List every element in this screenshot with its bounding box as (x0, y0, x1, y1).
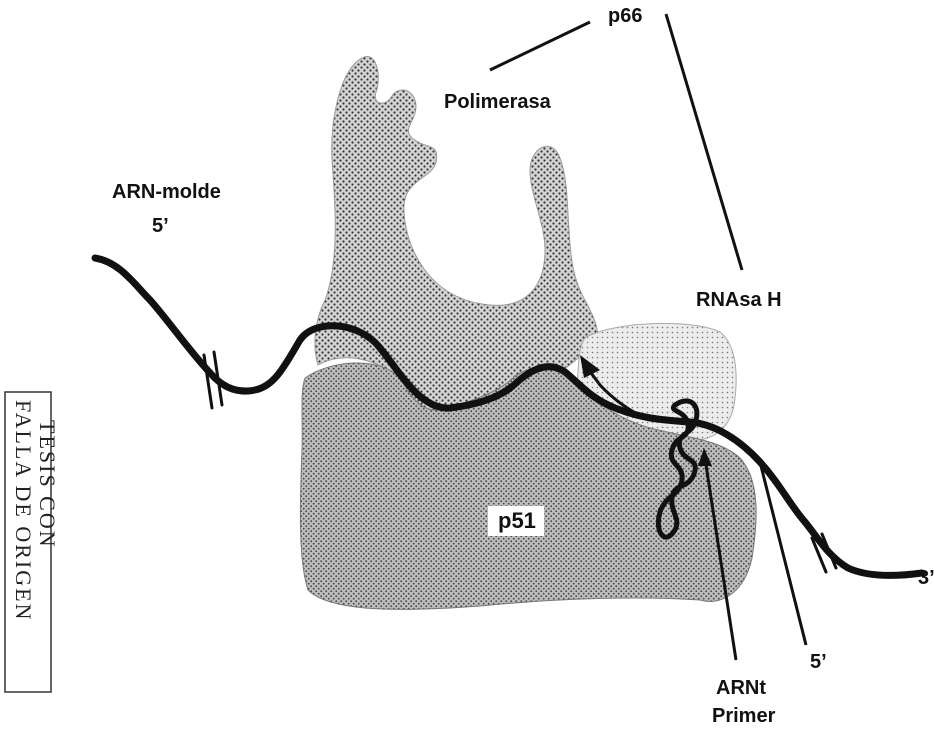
p51-label: p51 (498, 508, 536, 533)
stamp-line-2: FALLA DE ORIGEN (11, 400, 36, 621)
thesis-stamp: TESIS CON FALLA DE ORIGEN (5, 392, 60, 692)
primer-five-prime-label: 5’ (810, 651, 827, 673)
trna-label: ARNt (716, 677, 766, 699)
p66-pointer-line-left (490, 22, 590, 70)
p66-label: p66 (608, 5, 642, 27)
three-prime-label: 3’ (918, 567, 934, 589)
p66-pointer-line-right (666, 14, 742, 270)
polymerase-label: Polimerasa (444, 91, 552, 113)
rnase-h-label: RNAsa H (696, 289, 782, 311)
template-rna-label: ARN-molde (112, 181, 221, 203)
primer-label: Primer (712, 705, 776, 727)
stamp-line-1: TESIS CON (35, 420, 60, 549)
template-five-prime-label: 5’ (152, 215, 169, 237)
